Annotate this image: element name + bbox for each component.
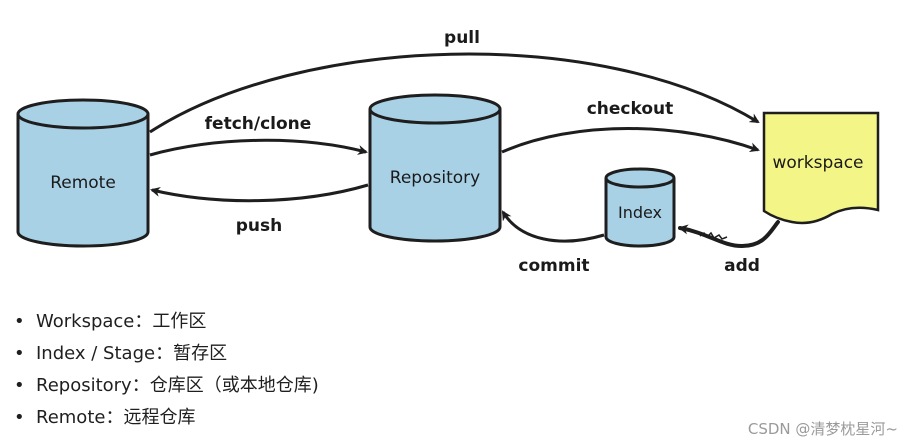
commit-arrow	[501, 210, 605, 243]
remote-node: Remote	[16, 98, 150, 248]
legend-item-remote: • Remote：远程仓库	[14, 402, 319, 434]
add-arrow	[678, 220, 780, 249]
workspace-node: workspace	[762, 111, 880, 225]
fetch-clone-arrow	[149, 138, 368, 157]
checkout-label: checkout	[587, 99, 674, 119]
legend-text: Index / Stage：暂存区	[36, 343, 228, 364]
git-workflow-diagram: Remote Repository Index workspace pull f…	[16, 28, 880, 276]
legend-text: Repository：仓库区（或本地仓库)	[36, 375, 319, 396]
bullet: •	[14, 407, 25, 428]
legend-item-repository: • Repository：仓库区（或本地仓库)	[14, 370, 319, 402]
legend-list: • Workspace：工作区 • Index / Stage：暂存区 • Repos…	[14, 306, 319, 434]
fetch-clone-label: fetch/clone	[205, 114, 312, 134]
add-label: add	[724, 256, 760, 276]
push-label: push	[236, 216, 283, 236]
watermark: CSDN @清梦枕星河~	[747, 420, 898, 438]
push-arrow	[150, 183, 369, 203]
legend-item-index: • Index / Stage：暂存区	[14, 338, 319, 370]
index-label: Index	[618, 203, 662, 222]
checkout-arrow	[501, 127, 760, 154]
legend-item-workspace: • Workspace：工作区	[14, 306, 319, 338]
repository-label: Repository	[390, 168, 480, 188]
add-arrow-texture	[699, 231, 728, 240]
pull-arrow	[149, 52, 760, 134]
remote-label: Remote	[50, 173, 116, 193]
index-node: Index	[604, 167, 676, 248]
legend-text: Remote：远程仓库	[36, 407, 196, 428]
bullet: •	[14, 343, 25, 364]
legend-text: Workspace：工作区	[36, 311, 207, 332]
pull-label: pull	[444, 28, 480, 48]
commit-label: commit	[518, 256, 589, 276]
workspace-label: workspace	[772, 153, 863, 173]
repository-node: Repository	[368, 93, 502, 243]
bullet: •	[14, 375, 25, 396]
bullet: •	[14, 311, 25, 332]
